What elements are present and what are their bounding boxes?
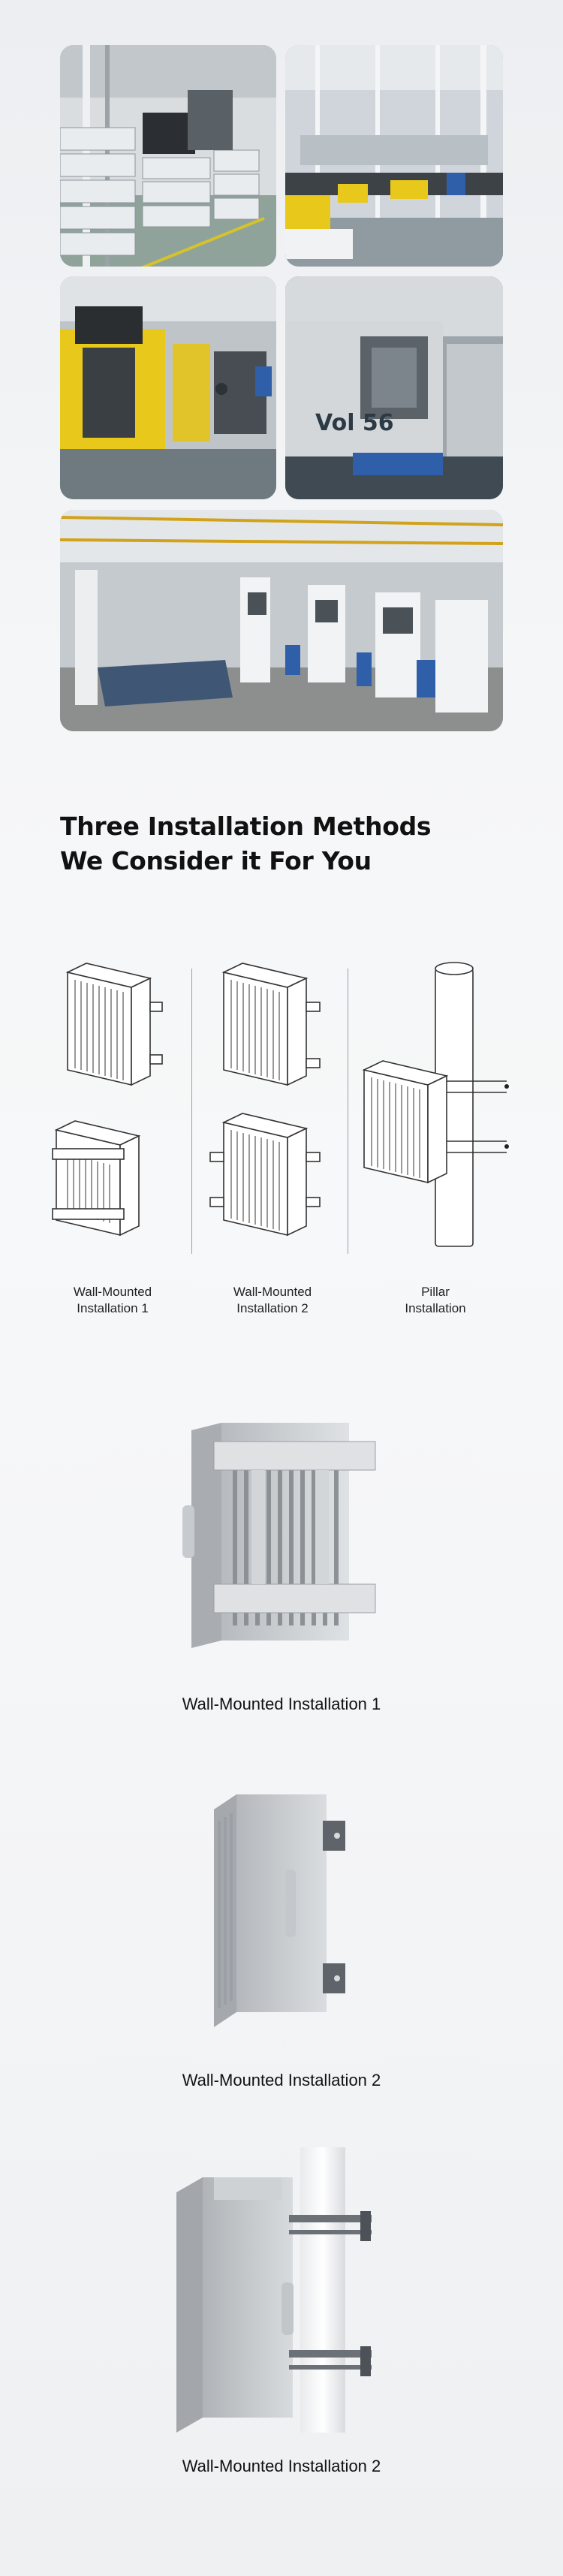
product-caption-1: Wall-Mounted Installation 1 bbox=[182, 1695, 381, 1713]
section-heading: Three Installation Methods We Consider i… bbox=[60, 809, 432, 878]
pillar-diagram bbox=[362, 962, 509, 1247]
method-caption-2: Wall-Mounted Installation 2 bbox=[233, 1285, 312, 1315]
cnc-machine-photo: Vol 56 bbox=[285, 276, 503, 499]
wall-mounted-2-diagram bbox=[209, 963, 321, 1237]
product-caption-3: Wall-Mounted Installation 2 bbox=[182, 2457, 381, 2475]
heading-line-1: Three Installation Methods bbox=[60, 812, 432, 841]
yellow-machinery-photo bbox=[60, 276, 276, 499]
workshop-hall-photo bbox=[60, 510, 503, 731]
wall-mounted-1-diagram bbox=[52, 963, 163, 1237]
assembly-line-photo bbox=[285, 45, 503, 267]
method-caption-3: Pillar Installation bbox=[405, 1285, 466, 1315]
product-caption-2: Wall-Mounted Installation 2 bbox=[182, 2071, 381, 2089]
product-render-pillar bbox=[176, 2147, 372, 2433]
cnc-brand-text: Vol 56 bbox=[315, 410, 394, 436]
warehouse-stacks-photo bbox=[60, 45, 276, 267]
method-caption-1: Wall-Mounted Installation 1 bbox=[73, 1285, 152, 1315]
product-render-wall-2 bbox=[214, 1794, 345, 2027]
heading-line-2: We Consider it For You bbox=[60, 846, 372, 875]
diagram-divider-1 bbox=[191, 969, 192, 1254]
product-render-wall-1 bbox=[182, 1423, 376, 1648]
